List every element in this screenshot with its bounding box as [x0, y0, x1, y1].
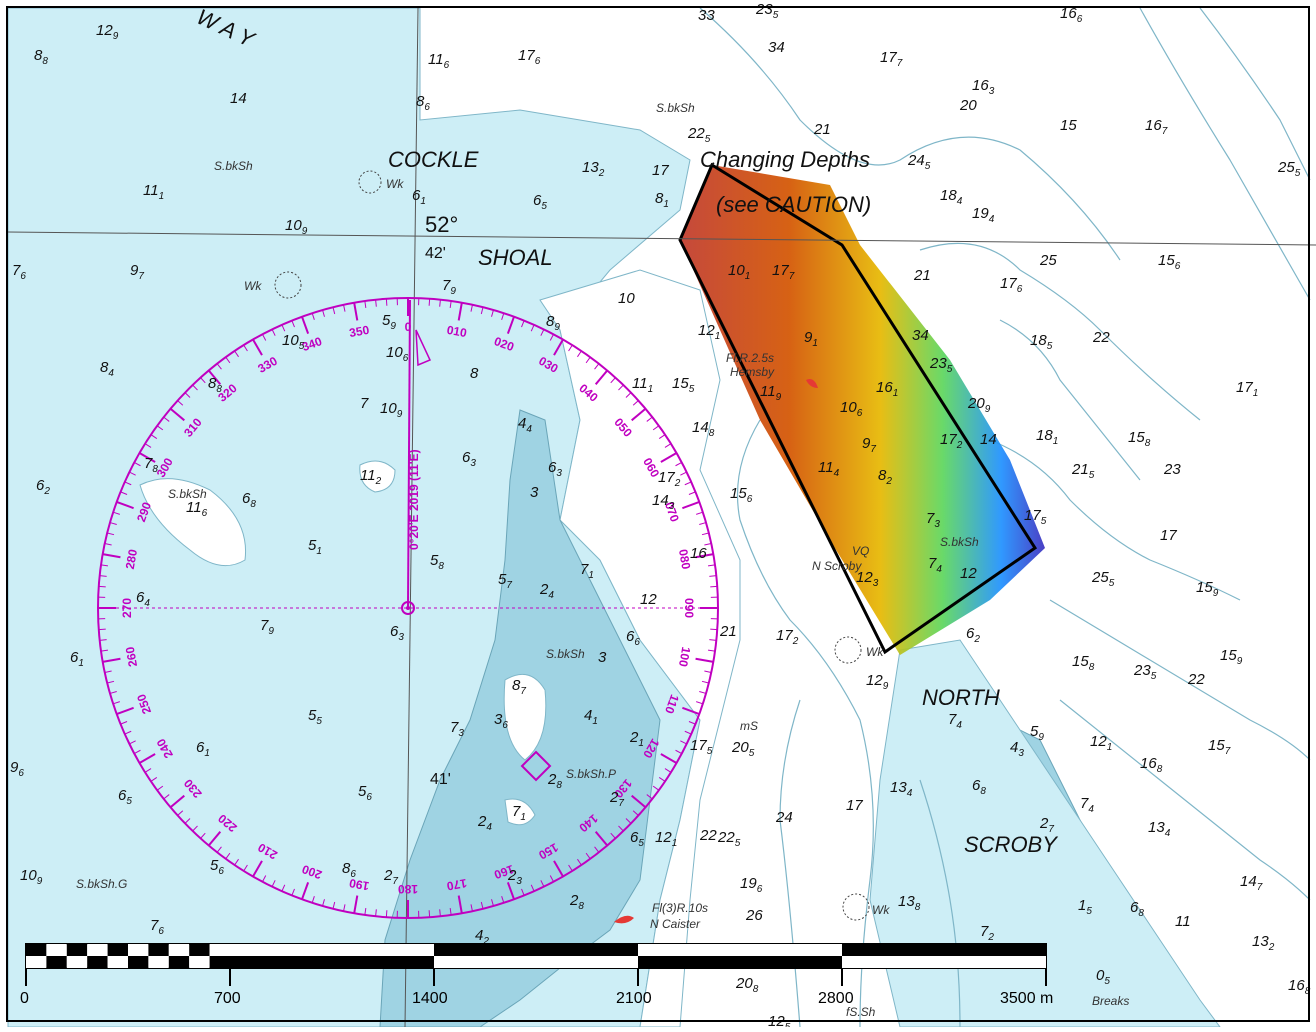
scale-checker-cell: [148, 944, 168, 956]
scale-checker-cell: [46, 956, 66, 968]
scale-checker-cell: [46, 944, 66, 956]
scale-checker-cell: [26, 944, 46, 956]
depth-sounding: 21: [913, 267, 931, 284]
seabed-label: S.bkSh: [656, 101, 695, 115]
region-label-cockle: COCKLE: [388, 147, 479, 172]
depth-sounding: 17: [1160, 527, 1177, 544]
region-label-north: NORTH: [922, 685, 1000, 710]
scale-label-700: 700: [214, 990, 241, 1007]
region-label-shoal: SHOAL: [478, 245, 553, 270]
depth-sounding: 8: [470, 365, 479, 382]
scale-label-0: 0: [20, 990, 29, 1007]
region-label-scroby: SCROBY: [964, 832, 1058, 857]
depth-sounding: 11: [1175, 913, 1191, 930]
depth-sounding: 17: [846, 797, 863, 814]
wreck-label: Wk: [386, 177, 404, 191]
changing-depths-label: Changing Depths: [700, 147, 870, 172]
scale-checker-cell: [148, 956, 168, 968]
depth-sounding: 16: [690, 545, 707, 562]
scale-checker-cell: [87, 944, 107, 956]
depth-sounding: 17: [652, 162, 669, 179]
depth-sounding: 3: [598, 649, 607, 666]
light-characteristic: Fl.R.2.5s: [726, 351, 774, 365]
depth-sounding: 12: [640, 591, 657, 608]
compass-bearing-label: 180: [398, 882, 418, 896]
seabed-label: S.bkSh: [546, 647, 585, 661]
depth-sounding: 15: [1060, 117, 1077, 134]
compass-centre-dot: [406, 606, 410, 610]
scale-label-2800: 2800: [818, 990, 854, 1007]
seabed-label: S.bkSh: [214, 159, 253, 173]
depth-sounding: 14: [980, 431, 997, 448]
wreck-label: Wk: [244, 279, 262, 293]
wreck-label: Wk: [866, 645, 884, 659]
depth-sounding: 20: [959, 97, 977, 114]
depth-sounding: 22: [1092, 329, 1110, 346]
magnetic-variation: 0°20'E 2019 (11'E): [407, 449, 421, 550]
light-characteristic: Fl(3)R.10s: [652, 901, 708, 915]
seabed-label: fS.Sh: [846, 1005, 876, 1019]
depth-sounding: 21: [813, 121, 831, 138]
scale-checker-cell: [169, 944, 189, 956]
scale-checker-cell: [108, 944, 128, 956]
depth-sounding: 25: [1039, 252, 1057, 269]
depth-sounding: 22: [699, 827, 717, 844]
depth-sounding: 24: [775, 809, 793, 826]
latitude-41: 41': [430, 771, 451, 788]
scale-label-2100: 2100: [616, 990, 652, 1007]
depth-sounding: 10: [618, 290, 635, 307]
seabed-label: S.bkSh: [168, 487, 207, 501]
depth-sounding: 26: [745, 907, 763, 924]
scale-bar-checker: [26, 944, 230, 968]
scale-checker-cell: [210, 944, 230, 956]
depth-sounding: 33: [698, 7, 715, 24]
scale-checker-cell: [128, 956, 148, 968]
depth-sounding: 14: [230, 90, 247, 107]
buoy-name: Hemsby: [730, 365, 775, 379]
buoy-name: N Scroby: [812, 559, 862, 573]
depth-sounding: 7: [360, 395, 369, 412]
scale-checker-cell: [87, 956, 107, 968]
depth-sounding: 3: [530, 484, 539, 501]
scale-checker-cell: [67, 956, 87, 968]
depth-sounding: 22: [1187, 671, 1205, 688]
scale-checker-cell: [189, 956, 209, 968]
scale-checker-cell: [189, 944, 209, 956]
caution-note: (see CAUTION): [716, 192, 871, 217]
seabed-label: mS: [740, 719, 758, 733]
light-characteristic: VQ: [852, 544, 869, 558]
seabed-label: S.bkSh: [940, 535, 979, 549]
scale-checker-cell: [169, 956, 189, 968]
depth-sounding: 34: [768, 39, 785, 56]
scale-label-3500-m: 3500 m: [1000, 990, 1053, 1007]
latitude-52: 52°: [425, 212, 458, 237]
scale-checker-cell: [67, 944, 87, 956]
wreck-label: Wk: [872, 903, 890, 917]
seabed-label: Breaks: [1092, 994, 1129, 1008]
latitude-42: 42': [425, 245, 446, 262]
depth-sounding: 12: [960, 565, 977, 582]
scale-checker-cell: [26, 956, 46, 968]
buoy-name: N Caister: [650, 917, 701, 931]
seabed-label: S.bkSh.G: [76, 877, 127, 891]
scale-checker-cell: [210, 956, 230, 968]
scale-label-1400: 1400: [412, 990, 448, 1007]
scale-checker-cell: [108, 956, 128, 968]
depth-sounding: 23: [1163, 461, 1181, 478]
depth-sounding: 34: [912, 327, 929, 344]
seabed-label: S.bkSh.P: [566, 767, 616, 781]
depth-sounding: 21: [719, 623, 737, 640]
scale-checker-cell: [128, 944, 148, 956]
